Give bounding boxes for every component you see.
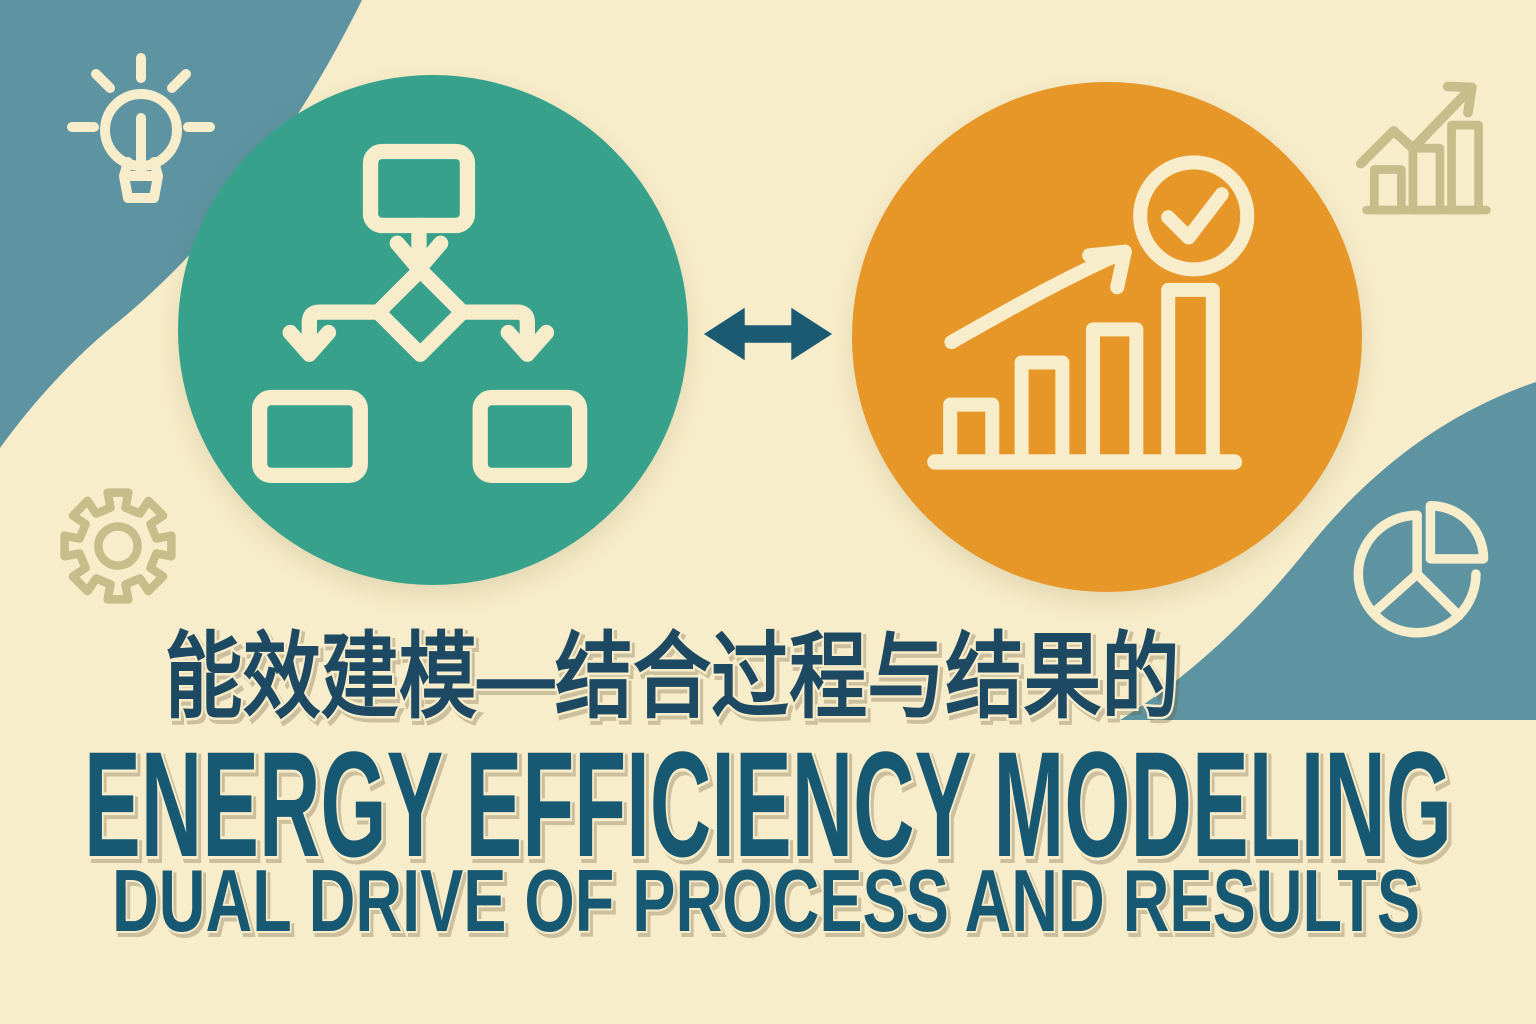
blob-top-left [0,0,362,448]
gear-body [60,488,176,604]
lightbulb-icon [67,53,215,203]
check-circle [1133,155,1255,277]
gear-icon [60,488,176,604]
pie-chart-icon [1353,500,1489,638]
result-bar-3 [1085,322,1144,469]
flowchart-icon [251,143,588,483]
trend-zigzag-arrow [1355,81,1477,169]
trend-bar-3 [1447,120,1483,215]
pie-divider-lines [1368,510,1464,621]
double-arrow-shape [703,307,833,361]
check-mark [1161,187,1229,245]
double-headed-arrow-icon [703,307,833,361]
process-node-circle [178,75,688,585]
trend-bar-2 [1408,143,1445,215]
flowchart-right-branch [454,304,555,362]
flowchart-decision-diamond [370,262,470,362]
lightbulb-rays [67,53,215,132]
result-bar-4 [1161,282,1220,469]
results-node-circle [852,82,1362,592]
pie-detached-slice [1425,500,1489,564]
result-bar-2 [1014,355,1070,469]
trend-bar-1 [1369,165,1406,215]
flowchart-left-branch [282,304,386,362]
growth-bar-chart-check-icon [927,155,1255,470]
growth-curve-arrow [944,244,1132,350]
gear-hole [94,522,142,570]
flowchart-left-box [251,389,368,483]
trend-bar-chart-icon [1355,81,1491,215]
lightbulb-base [119,157,163,203]
flowchart-top-box [362,143,476,234]
flowchart-right-box [472,389,588,483]
result-bar-1 [943,397,1000,469]
